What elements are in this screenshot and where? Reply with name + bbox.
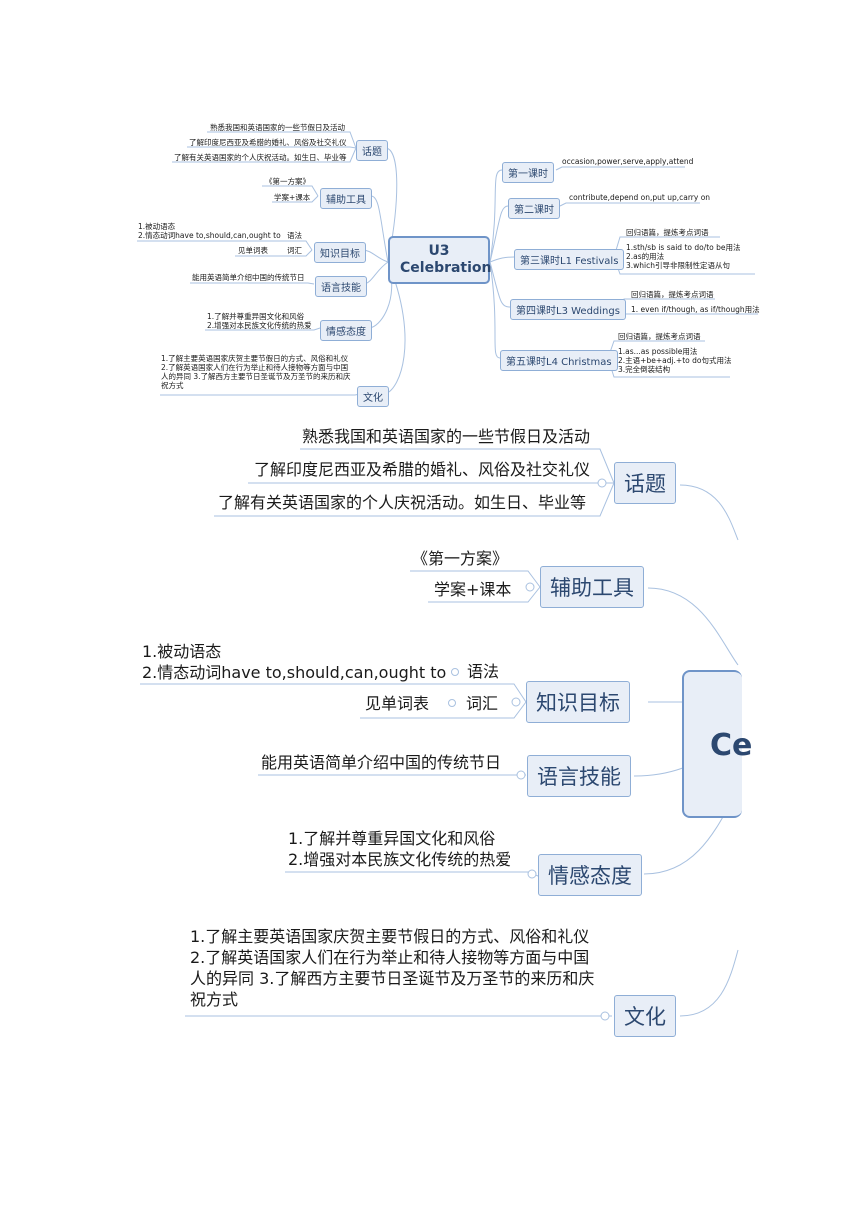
central-title-line2: Celebration <box>400 260 492 276</box>
subtopic-label: 语法 <box>287 231 302 240</box>
topic-lesson-5[interactable]: 第五课时L4 Christmas <box>500 350 618 371</box>
topic-detail: 1.被动语态 2.情态动词have to,should,can,ought to <box>142 642 447 682</box>
topic-zhishi[interactable]: 知识目标 <box>314 242 366 263</box>
topic-detail: 1. even if/though, as if/though用法 <box>631 305 760 314</box>
topic-detail: 1.as...as possible用法 2.主语+be+adj.+to do句… <box>618 347 732 374</box>
topic-detail: 学案+课本 <box>434 580 512 599</box>
topic-detail: 1.被动语态 2.情态动词have to,should,can,ought to <box>138 222 281 240</box>
topic-zhishi-zoom[interactable]: 知识目标 <box>526 681 630 723</box>
topic-detail: occasion,power,serve,apply,attend <box>562 157 694 166</box>
topic-detail: 回归语篇，提炼考点词语 <box>618 332 701 341</box>
topic-detail: 熟悉我国和英语国家的一些节假日及活动 <box>302 427 591 446</box>
topic-huati[interactable]: 话题 <box>356 140 388 161</box>
topic-qinggan[interactable]: 情感态度 <box>320 320 372 341</box>
topic-detail: 1.了解并尊重异国文化和风俗 2.增强对本民族文化传统的热爱 <box>207 312 312 330</box>
topic-detail: 1.了解并尊重异国文化和风俗 2.增强对本民族文化传统的热爱 <box>288 829 512 869</box>
topic-huati-zoom[interactable]: 话题 <box>614 462 676 504</box>
topic-lesson-1[interactable]: 第一课时 <box>502 162 554 183</box>
topic-lesson-4[interactable]: 第四课时L3 Weddings <box>510 299 626 320</box>
topic-lesson-2[interactable]: 第二课时 <box>508 198 560 219</box>
subtopic-label: 语法 <box>467 662 500 681</box>
topic-detail: 了解有关英语国家的个人庆祝活动。如生日、毕业等 <box>174 153 347 162</box>
topic-detail: contribute,depend on,put up,carry on <box>569 193 711 202</box>
topic-detail: 回归语篇，提炼考点词语 <box>631 290 714 299</box>
topic-wenhua-zoom[interactable]: 文化 <box>614 995 676 1037</box>
topic-detail: 能用英语简单介绍中国的传统节日 <box>261 753 502 772</box>
topic-detail: 回归语篇，提炼考点词语 <box>626 228 709 237</box>
topic-lesson-3[interactable]: 第三课时L1 Festivals <box>514 249 625 270</box>
topic-fuzhu[interactable]: 辅助工具 <box>320 188 372 209</box>
topic-detail: 《第一方案》 <box>265 177 310 186</box>
topic-detail: 《第一方案》 <box>412 549 509 568</box>
topic-detail: 1.了解主要英语国家庆贺主要节假日的方式、风俗和礼仪 2.了解英语国家人们在行为… <box>190 927 595 1009</box>
topic-detail: 能用英语简单介绍中国的传统节日 <box>192 273 305 282</box>
topic-detail: 了解有关英语国家的个人庆祝活动。如生日、毕业等 <box>218 493 587 512</box>
subtopic-label: 词汇 <box>466 694 499 713</box>
topic-fuzhu-zoom[interactable]: 辅助工具 <box>540 566 644 608</box>
topic-detail: 了解印度尼西亚及希腊的婚礼、风俗及社交礼仪 <box>189 138 347 147</box>
topic-detail: 1.sth/sb is said to do/to be用法 2.as的用法 3… <box>626 243 741 270</box>
central-title-line1: U3 <box>428 243 450 259</box>
topic-yuyan[interactable]: 语言技能 <box>315 276 367 297</box>
subtopic-label: 词汇 <box>287 246 302 255</box>
topic-qinggan-zoom[interactable]: 情感态度 <box>538 854 642 896</box>
topic-detail: 熟悉我国和英语国家的一些节假日及活动 <box>210 123 345 132</box>
topic-detail: 学案+课本 <box>274 193 311 202</box>
central-topic[interactable]: U3 Celebration <box>388 236 492 284</box>
topic-yuyan-zoom[interactable]: 语言技能 <box>527 755 631 797</box>
topic-detail: 了解印度尼西亚及希腊的婚礼、风俗及社交礼仪 <box>254 460 591 479</box>
topic-detail: 见单词表 <box>365 694 430 713</box>
topic-wenhua[interactable]: 文化 <box>357 386 389 407</box>
central-topic-clipped[interactable]: Ce <box>682 670 752 818</box>
topic-detail: 见单词表 <box>238 246 268 255</box>
topic-detail: 1.了解主要英语国家庆贺主要节假日的方式、风俗和礼仪 2.了解英语国家人们在行为… <box>161 354 351 390</box>
